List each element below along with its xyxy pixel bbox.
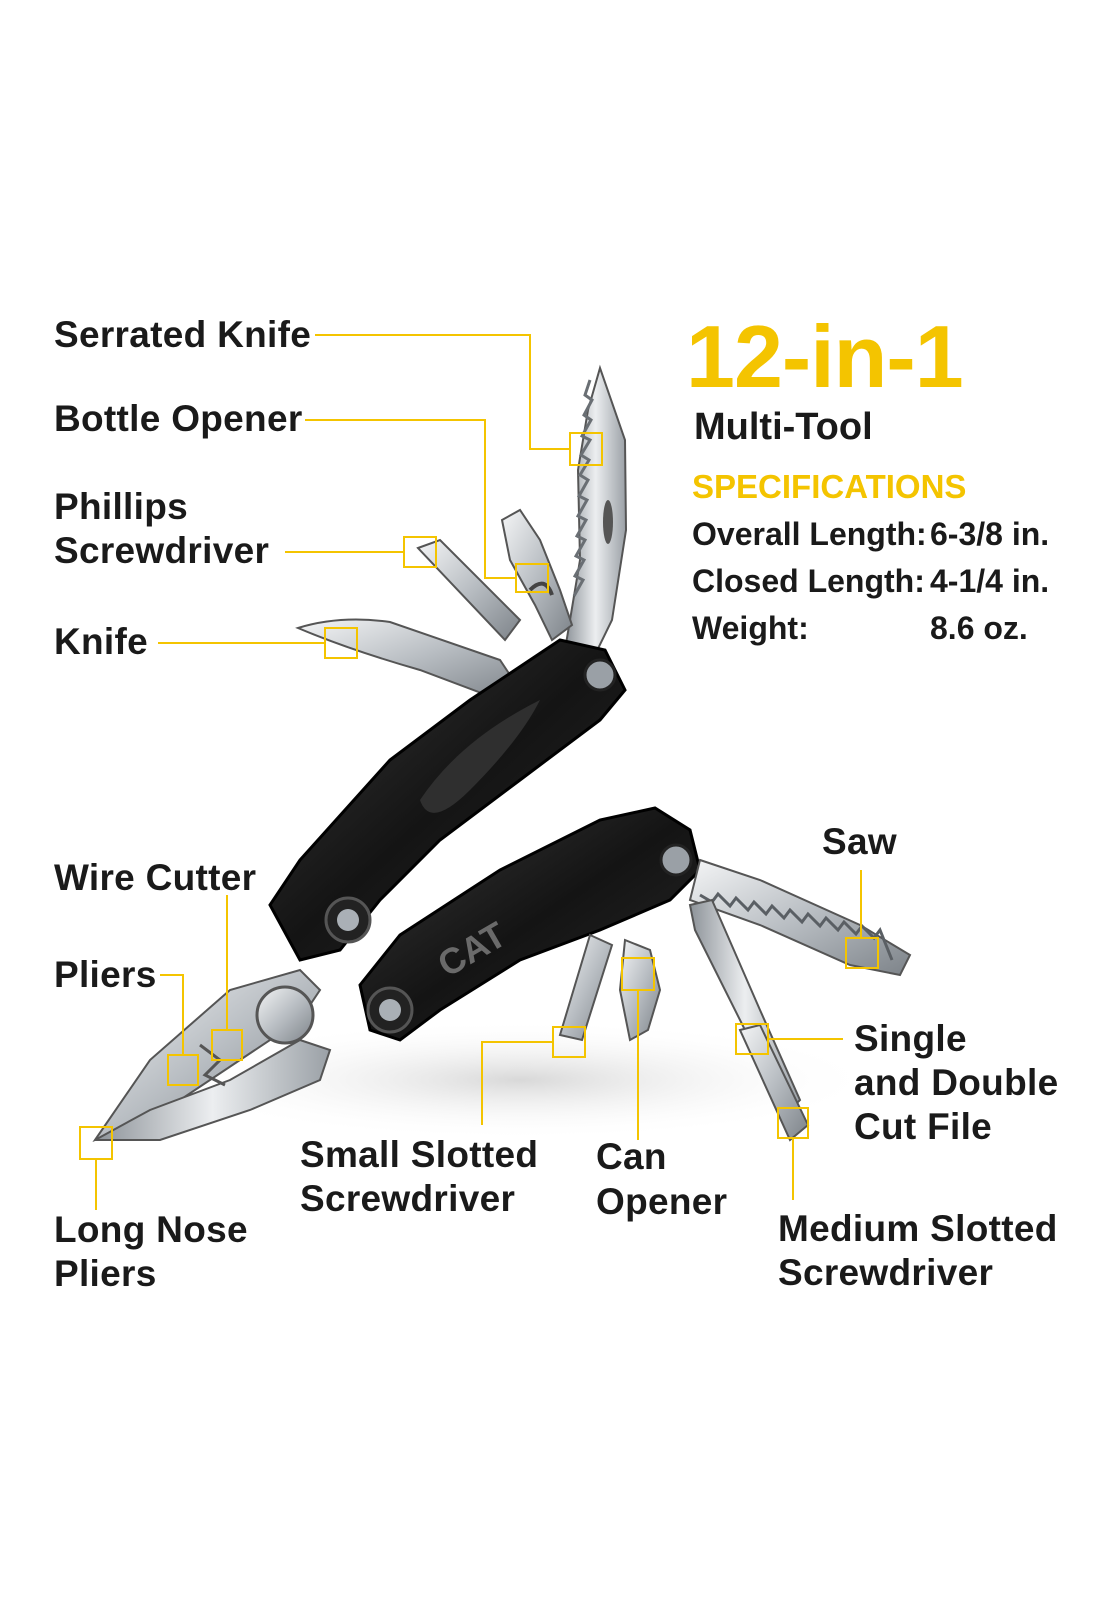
bottle-opener-blade (500, 508, 574, 642)
callout-leader-lines (95, 334, 862, 1210)
spec-overall-length-label: Overall Length: (692, 516, 927, 552)
lower-pivot-rivet (379, 999, 401, 1021)
label-long-nose-line2: Pliers (54, 1253, 157, 1294)
label-bottle-opener: Bottle Opener (54, 398, 303, 439)
upper-rivet (583, 658, 617, 692)
label-file-line1: Single (854, 1018, 967, 1059)
spec-closed-length-value: 4-1/4 in. (930, 563, 1050, 599)
pliers-pivot (255, 985, 315, 1045)
lower-rivet (659, 843, 693, 877)
headline-count: 12-in-1 (686, 307, 964, 406)
label-long-nose-line1: Long Nose (54, 1209, 248, 1250)
label-serrated-knife: Serrated Knife (54, 314, 312, 355)
specifications-title: SPECIFICATIONS (692, 468, 967, 505)
spec-closed-length-label: Closed Length: (692, 563, 925, 599)
spec-weight-label: Weight: (692, 610, 809, 646)
thumb-hole (603, 500, 613, 544)
floor-shadow (160, 1020, 880, 1140)
lower-handle (358, 806, 702, 1042)
label-small-slotted-line1: Small Slotted (300, 1134, 539, 1175)
serrated-edge (572, 379, 594, 597)
headline-product: Multi-Tool (694, 406, 873, 448)
label-small-slotted-line2: Screwdriver (300, 1178, 516, 1219)
upper-pivot-rivet (337, 909, 359, 931)
label-can-opener-line1: Can (596, 1136, 667, 1177)
label-file-line2: and Double (854, 1062, 1059, 1103)
label-medium-slotted-line2: Screwdriver (778, 1252, 994, 1293)
label-knife: Knife (54, 621, 148, 662)
saw-teeth (699, 891, 894, 961)
spec-weight-value: 8.6 oz. (930, 610, 1028, 646)
pliers-jaw-lower (94, 1038, 332, 1141)
label-wire-cutter: Wire Cutter (54, 857, 257, 898)
small-slotted-screwdriver-blade (558, 933, 614, 1042)
label-phillips-line1: Phillips (54, 486, 188, 527)
label-phillips-line2: Screwdriver (54, 530, 270, 571)
label-file-line3: Cut File (854, 1106, 993, 1147)
label-saw: Saw (822, 821, 897, 862)
label-pliers: Pliers (54, 954, 157, 995)
label-medium-slotted-line1: Medium Slotted (778, 1208, 1058, 1249)
phillips-screwdriver-blade (416, 538, 522, 642)
spec-overall-length-value: 6-3/8 in. (930, 516, 1050, 552)
serrated-knife-blade (563, 364, 628, 667)
label-can-opener-line2: Opener (596, 1181, 728, 1222)
